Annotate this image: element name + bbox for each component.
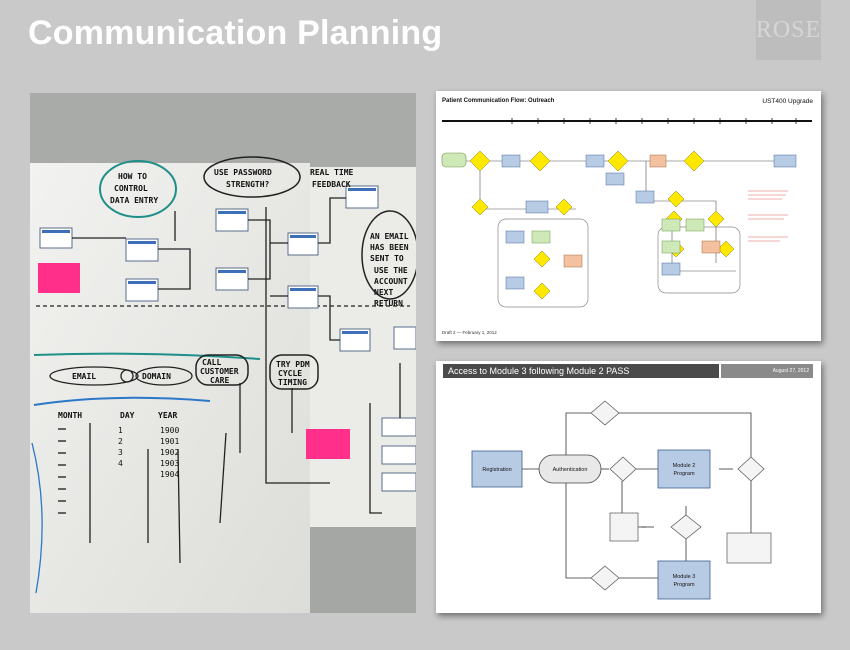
outreach-flow-diagram [441, 118, 812, 308]
wb-day-3: 3 [118, 448, 123, 457]
bubble-password [203, 156, 301, 198]
bubble-try [269, 354, 319, 390]
module-2-label-2: Program [673, 471, 695, 477]
module-flow-banner: Access to Module 3 following Module 2 PA… [443, 364, 719, 378]
wb-year: YEAR [158, 411, 177, 420]
outreach-flowchart: Patient Communication Flow: Outreach UST… [436, 91, 821, 341]
flow-group-left [497, 218, 589, 308]
wb-day-4: 4 [118, 459, 123, 468]
wall-gap [310, 527, 416, 613]
flowchart-title: Patient Communication Flow: Outreach [442, 98, 555, 104]
whiteboard-photo: HOW TO CONTROL DATA ENTRY USE PASSWORD S… [30, 93, 416, 613]
module-2-node [657, 449, 711, 489]
module-3-label-1: Module 3 [673, 574, 696, 580]
alternative-box [726, 532, 772, 564]
bubble-call [195, 354, 249, 386]
bubble-how-to [99, 160, 177, 218]
module-flow-date: August 27, 2012 [721, 364, 813, 378]
wb-data-entry: DATA ENTRY [110, 196, 158, 205]
wb-day-1: 1 [118, 426, 123, 435]
wb-how-to: HOW TO [118, 172, 147, 181]
wb-account: ACCOUNT [374, 277, 408, 286]
wb-an-email: AN EMAIL [370, 232, 409, 241]
wb-year-4: 1903 [160, 459, 179, 468]
wb-return: RETURN [374, 299, 403, 308]
wb-day-2: 2 [118, 437, 123, 446]
bubble-domain [135, 366, 193, 386]
wb-use-password: USE PASSWORD [214, 168, 272, 177]
rose-logo: ROSE [756, 0, 821, 60]
wb-feedback: FEEDBACK [312, 180, 351, 189]
wb-customer: CUSTOMER [200, 367, 239, 376]
wb-call: CALL [202, 358, 221, 367]
module-2-label-1: Module 2 [673, 463, 696, 469]
wb-year-2: 1901 [160, 437, 179, 446]
authentication-label: Authentication [553, 467, 588, 473]
bubble-email [361, 210, 416, 300]
module-access-flowchart: Registration Authentication Module 2 Pro… [436, 361, 821, 613]
wb-cycle: CYCLE [278, 369, 302, 378]
sticky-note-pink [38, 263, 80, 293]
decision-return-top [590, 400, 620, 426]
wb-real-time: REAL TIME [310, 168, 354, 177]
wb-try-pdm: TRY PDM [276, 360, 310, 369]
wb-month: MONTH [58, 411, 82, 420]
authentication-node [538, 454, 602, 484]
decision-return-bottom [590, 565, 620, 591]
wb-domain: DOMAIN [142, 372, 171, 381]
wb-next: NEXT [374, 288, 393, 297]
wb-year-1: 1900 [160, 426, 179, 435]
wb-sent: SENT TO [370, 254, 404, 263]
wb-strength: STRENGTH? [226, 180, 270, 189]
registration-label: Registration [482, 467, 511, 473]
wb-control: CONTROL [114, 184, 148, 193]
decision-module3 [670, 514, 702, 540]
flowchart-code: UST400 Upgrade [762, 98, 813, 105]
decision-passed [737, 456, 765, 482]
registration-node [471, 450, 523, 488]
module-3-label-2: Program [673, 582, 695, 588]
whiteboard-drawing: HOW TO CONTROL DATA ENTRY USE PASSWORD S… [30, 156, 416, 613]
bubble-email-domain [49, 366, 139, 386]
wb-year-3: 1902 [160, 448, 179, 457]
flowchart-draft-date: Draft 2 — February 1, 2012 [442, 330, 497, 335]
decision-completed [609, 456, 637, 482]
sticky-note-pink [306, 429, 350, 459]
reference-box [609, 512, 639, 542]
wb-has-been: HAS BEEN [370, 243, 409, 252]
wb-timing: TIMING [278, 378, 307, 387]
wb-email: EMAIL [72, 372, 96, 381]
wb-care: CARE [210, 376, 229, 385]
flow-group-right [657, 226, 741, 294]
wb-use-the: USE THE [374, 266, 408, 275]
wb-day: DAY [120, 411, 135, 420]
slide-title: Communication Planning [28, 14, 443, 52]
wb-year-5: 1904 [160, 470, 179, 479]
module-flow-diagram: Registration Authentication Module 2 Pro… [471, 400, 772, 600]
module-3-node [657, 560, 711, 600]
